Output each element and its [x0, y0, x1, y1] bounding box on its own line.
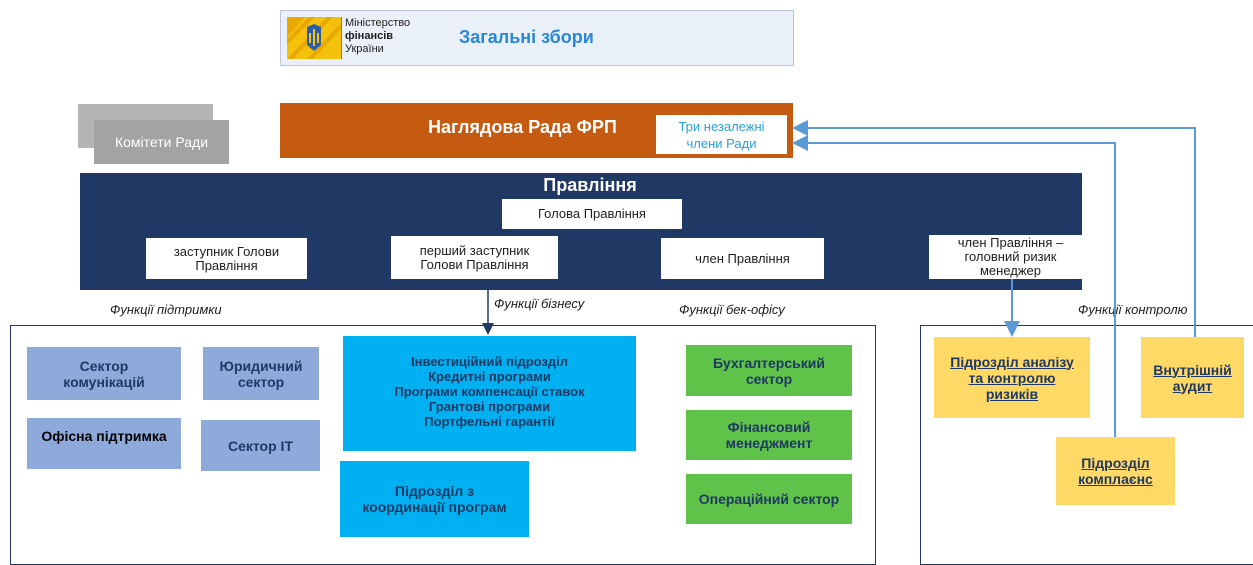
audit-line-1: Внутрішній	[1153, 361, 1232, 378]
independent-members-line-2: члени Ради	[686, 135, 757, 151]
risk-unit-line-3: ризиків	[985, 385, 1039, 402]
accounting-line-1: Бухгалтерський	[713, 354, 825, 371]
deputy-chair-line-2: Правління	[195, 257, 258, 273]
ministry-logo-text: Міністерство фінансів України	[345, 17, 440, 61]
audit-to-board-arrow	[792, 120, 1196, 337]
coordination-line-1: Підрозділ з	[394, 483, 475, 499]
risk-unit-line-2: та контролю	[968, 369, 1056, 386]
ministry-line-2: фінансів	[345, 30, 394, 42]
ministry-emblem-icon	[287, 17, 342, 59]
compliance-unit-box: Підрозділ комплаєнс	[1056, 437, 1175, 505]
connector-lines	[482, 120, 1196, 437]
legal-sector-box: Юридичний сектор	[203, 347, 319, 400]
investment-line-5: Портфельні гарантії	[424, 414, 555, 429]
investment-line-3: Програми компенсації ставок	[394, 384, 585, 399]
independent-members-line-1: Три незалежні	[678, 118, 765, 134]
chief-risk-line-2: головний ризик	[964, 249, 1057, 264]
accounting-sector-box: Бухгалтерський сектор	[686, 345, 852, 396]
operations-sector-box: Операційний сектор	[686, 474, 852, 524]
board-committees-box: Комітети Ради	[94, 120, 229, 164]
it-sector-box: Сектор IT	[201, 420, 320, 471]
risk-unit-line-1: Підрозділ аналізу	[950, 353, 1074, 370]
ministry-line-3: України	[345, 43, 384, 55]
first-deputy-chair-box: перший заступник Голови Правління	[391, 236, 558, 279]
investment-line-4: Грантові програми	[428, 399, 551, 414]
assembly-title: Загальні збори	[459, 27, 594, 47]
first-deputy-line-2: Голови Правління	[420, 256, 529, 272]
audit-line-2: аудит	[1172, 377, 1213, 394]
chief-risk-line-1: член Правління –	[957, 235, 1064, 250]
ministry-line-1: Міністерство	[345, 17, 411, 29]
back-office-functions-label: Функції бек-офісу	[679, 302, 785, 317]
management-board-title: Правління	[543, 175, 637, 195]
legal-line-1: Юридичний	[219, 357, 303, 374]
legal-line-2: сектор	[237, 373, 285, 390]
board-chair-box: Голова Правління	[502, 199, 682, 229]
office-support-box: Офісна підтримка	[27, 418, 181, 469]
financial-management-box: Фінансовий менеджмент	[686, 410, 852, 460]
compliance-to-board-arrow	[792, 135, 1116, 437]
chief-risk-line-3: менеджер	[979, 263, 1042, 278]
deputy-chair-line-1: заступник Голови	[173, 243, 280, 259]
program-coordination-box: Підрозділ з координації програм	[340, 461, 529, 537]
investment-line-1: Інвестиційний підрозділ	[411, 354, 568, 369]
communications-line-2: комунікацій	[63, 373, 145, 390]
deputy-chair-box: заступник Голови Правління	[146, 238, 307, 279]
board-member-box: член Правління	[661, 238, 824, 279]
coordination-line-2: координації програм	[362, 499, 507, 515]
accounting-line-2: сектор	[745, 370, 793, 387]
chief-risk-manager-box: член Правління – головний ризик менеджер	[929, 235, 1092, 279]
communications-sector-box: Сектор комунікацій	[27, 347, 181, 400]
control-functions-label: Функції контролю	[1078, 302, 1188, 317]
finance-line-2: менеджмент	[725, 435, 813, 451]
supervisory-board-title: Наглядова Рада ФРП	[428, 117, 617, 137]
business-functions-label: Функції бізнесу	[494, 296, 585, 311]
support-functions-label: Функції підтримки	[110, 302, 222, 317]
internal-audit-box: Внутрішній аудит	[1141, 337, 1244, 418]
independent-members-box: Три незалежні члени Ради	[655, 114, 788, 155]
communications-line-1: Сектор	[79, 357, 129, 374]
risk-control-unit-box: Підрозділ аналізу та контролю ризиків	[934, 337, 1090, 418]
general-assembly-box	[280, 10, 794, 66]
investment-line-2: Кредитні програми	[428, 369, 551, 384]
compliance-line-2: комплаєнс	[1078, 471, 1153, 487]
compliance-line-1: Підрозділ	[1081, 455, 1150, 471]
first-deputy-line-1: перший заступник	[419, 242, 530, 258]
finance-line-1: Фінансовий	[727, 419, 811, 435]
investment-unit-box: Інвестиційний підрозділ Кредитні програм…	[343, 336, 636, 451]
